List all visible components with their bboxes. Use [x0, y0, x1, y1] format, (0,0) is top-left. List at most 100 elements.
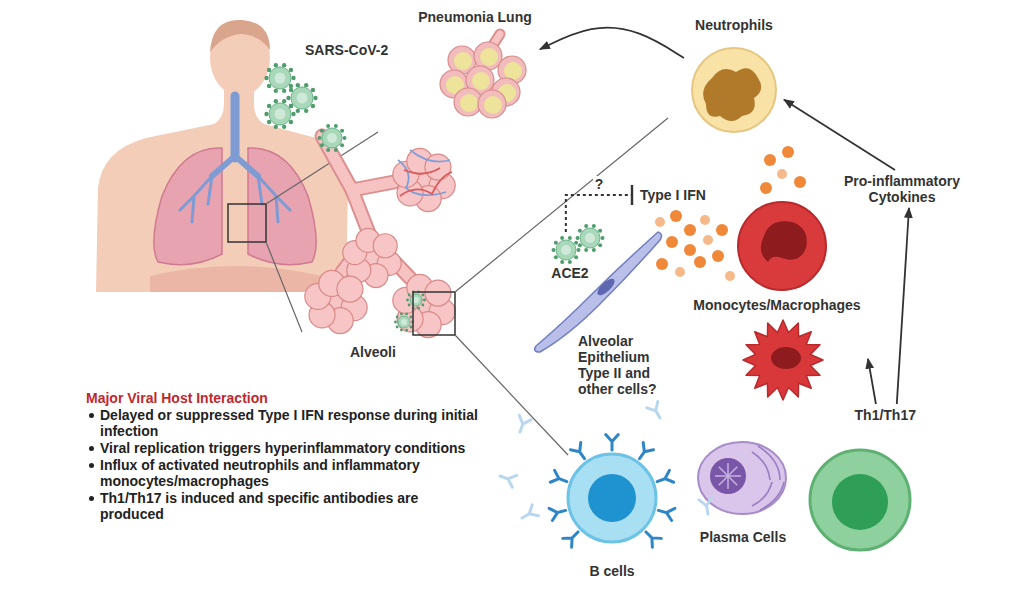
- virus-core: [297, 93, 308, 104]
- t-cell: [810, 450, 910, 550]
- macrophage-nucleus: [771, 347, 801, 369]
- virus-particle: [286, 83, 317, 113]
- abdomen: [150, 266, 322, 292]
- virus-spike: [574, 255, 578, 259]
- virus-spike: [340, 143, 344, 147]
- arrow-connector: [897, 208, 909, 404]
- virus-spike: [601, 236, 605, 240]
- virus-spike: [576, 236, 580, 240]
- fluid: [472, 72, 490, 90]
- virus-particle: [264, 63, 295, 93]
- antibody-shape: [641, 527, 661, 547]
- virus-spike: [421, 304, 424, 307]
- virus-spike: [400, 329, 403, 332]
- antibody: [606, 435, 619, 450]
- virus-spike: [584, 248, 588, 252]
- macrophage: [738, 202, 826, 290]
- bullet-note: Influx of activated neutrophils and infl…: [86, 457, 484, 489]
- virus-spike: [400, 313, 403, 316]
- antibody-shape: [563, 527, 583, 547]
- arrow-connector: [540, 28, 684, 58]
- antibody-shape: [498, 470, 517, 487]
- epithelial-nucleus: [595, 276, 617, 298]
- virus-spike: [405, 329, 408, 332]
- antibody: [699, 498, 714, 515]
- edge-label: ?: [593, 176, 606, 192]
- cytokine-dot: [684, 244, 696, 256]
- virus-spike: [554, 255, 558, 259]
- activated-macrophage: [743, 320, 823, 400]
- virus-spike: [318, 136, 322, 140]
- cell-figure: Plasma Cells: [690, 432, 796, 548]
- virus-spike: [423, 299, 426, 302]
- arrow-connector: [784, 100, 895, 170]
- virus-spike: [313, 96, 317, 100]
- fluid: [460, 94, 478, 112]
- antibody-shape: [549, 504, 567, 520]
- cytokine-dot: [782, 146, 794, 158]
- virus-body: [580, 228, 600, 248]
- antibody: [519, 505, 539, 524]
- generated-art: [264, 34, 910, 550]
- virus-spike: [598, 229, 602, 233]
- cytokine-dot: [764, 154, 776, 166]
- bronchiole: [352, 182, 394, 190]
- antibody-shape: [550, 470, 569, 487]
- macrophage-nucleus: [761, 221, 807, 262]
- capillary: [400, 168, 452, 196]
- virus-spike: [296, 83, 300, 87]
- virus-spike: [421, 294, 424, 297]
- antibody: [570, 442, 589, 462]
- antibody-shape: [655, 470, 674, 487]
- virus-body: [269, 67, 291, 89]
- neutrophil-nucleus: [703, 68, 761, 121]
- cytokine-dot: [694, 256, 706, 268]
- virus-spike: [282, 89, 286, 93]
- node-label: Alveolar Epithelium Type II and other ce…: [578, 333, 670, 397]
- b-cell-nucleus: [588, 474, 636, 522]
- cytokine-dot: [684, 224, 696, 236]
- virus-body: [556, 240, 576, 260]
- cytokine-dot: [794, 176, 806, 188]
- virus-spike: [560, 236, 564, 240]
- virus-spike: [394, 321, 397, 324]
- virus-particle: [394, 313, 414, 332]
- structure-label: Alveoli: [350, 344, 396, 360]
- virus-spike: [408, 294, 411, 297]
- node-label: Pneumonia Lung: [414, 9, 536, 25]
- virus-particle: [264, 99, 295, 129]
- node-label: ACE2: [548, 265, 592, 281]
- virus-particle: [552, 236, 581, 264]
- head: [210, 20, 270, 96]
- bullet-note: Delayed or suppressed Type I IFN respons…: [86, 407, 484, 439]
- virus-spike: [326, 124, 330, 128]
- virus-spike: [274, 63, 278, 67]
- virus-core: [401, 319, 407, 325]
- cytokine-dot: [703, 235, 713, 245]
- virus-spike: [568, 236, 572, 240]
- human-figure: [96, 20, 348, 292]
- fluid: [454, 52, 472, 70]
- node-label: Monocytes/Macrophages: [690, 297, 864, 313]
- virus-spike: [320, 129, 324, 133]
- virus-spike: [282, 63, 286, 67]
- antibody: [634, 442, 653, 462]
- antibody: [498, 470, 517, 487]
- virus-body: [410, 294, 422, 306]
- antibody-shape: [699, 498, 714, 515]
- cell-figure: B cells: [558, 434, 666, 582]
- epithelial-cell: [535, 232, 662, 352]
- lung: [154, 148, 222, 265]
- virus-body: [322, 128, 342, 148]
- chromatin: [715, 475, 728, 477]
- antibody-shape: [634, 442, 653, 462]
- bronchiole-outline: [352, 182, 394, 190]
- virus-spike: [343, 136, 347, 140]
- virus-core: [327, 133, 337, 143]
- arrow-connector: [868, 359, 876, 404]
